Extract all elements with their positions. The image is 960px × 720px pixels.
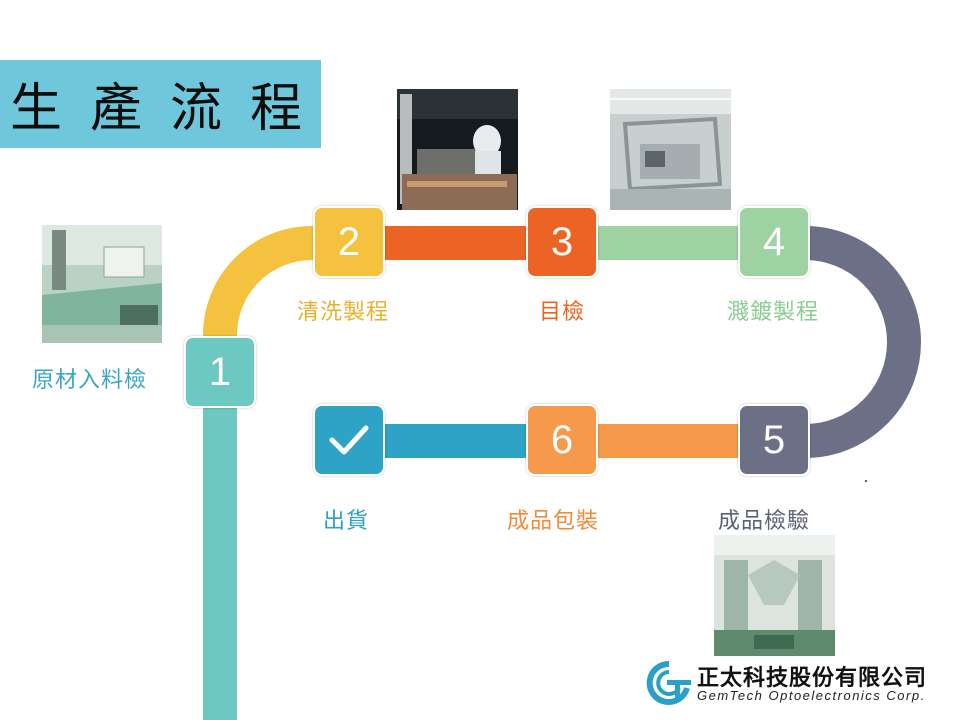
step-5-label: 成品檢驗	[718, 503, 810, 535]
photo-cleaning-process	[397, 89, 518, 210]
step-2-box: 2	[313, 206, 385, 278]
track-teal-vertical	[203, 395, 237, 720]
company-logo-icon	[645, 660, 693, 706]
step-5-box: 5	[738, 404, 810, 476]
step-3-label: 目檢	[539, 294, 585, 326]
dot-mark	[865, 480, 867, 482]
checkmark-icon	[327, 420, 371, 460]
step-4-label: 濺鍍製程	[727, 294, 819, 326]
company-name-en: GemTech Optoelectronics Corp.	[697, 688, 926, 703]
step-3-box: 3	[526, 206, 598, 278]
step-2-label: 清洗製程	[297, 294, 389, 326]
photo-sputtering-process	[610, 89, 731, 210]
step-6-label: 成品包裝	[507, 503, 599, 535]
ship-step-box	[313, 404, 385, 476]
track-blue-connector	[380, 424, 535, 458]
track-slate-curve	[805, 243, 904, 441]
step-1-box: 1	[184, 336, 256, 408]
track-orange-connector	[380, 226, 535, 260]
track-lightorange-connector	[595, 424, 750, 458]
step-4-box: 4	[738, 206, 810, 278]
ship-label: 出貨	[323, 503, 369, 535]
photo-incoming-inspection	[42, 225, 162, 343]
step-6-box: 6	[526, 404, 598, 476]
photo-final-inspection	[714, 535, 835, 656]
track-green-connector	[595, 226, 750, 260]
step-1-label: 原材入料檢	[32, 362, 147, 394]
